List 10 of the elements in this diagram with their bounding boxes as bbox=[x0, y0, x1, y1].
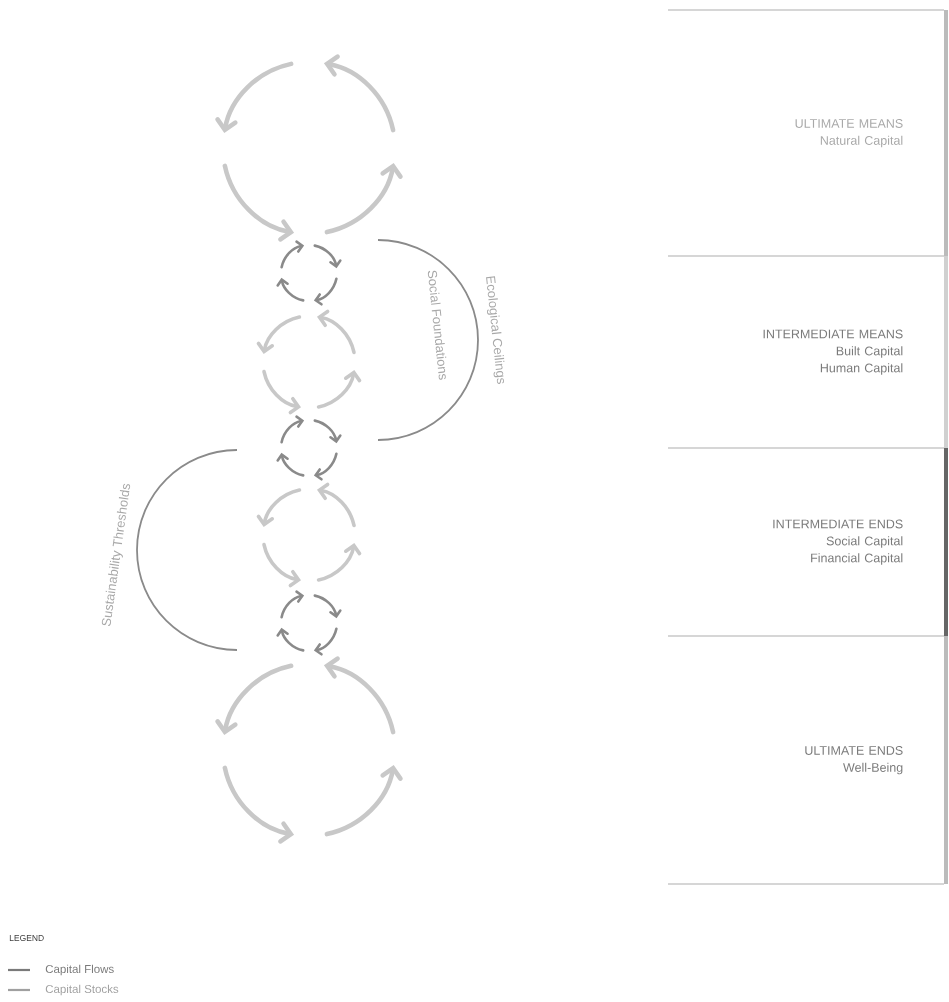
legend-text: Capital Stocks bbox=[45, 984, 119, 996]
band-row: ULTIMATE ENDS Well-Being bbox=[805, 746, 903, 775]
legend-text: Capital Flows bbox=[45, 964, 114, 976]
arc-label: Sustainability Thresholds bbox=[101, 483, 131, 627]
band-row: INTERMEDIATE MEANS Built Capital Human Capital bbox=[763, 329, 903, 375]
band-row: ULTIMATE MEANS Natural Capital bbox=[795, 119, 903, 148]
arc-label: Ecological Ceilings bbox=[486, 276, 505, 384]
arc-label: Social Foundations bbox=[427, 270, 447, 380]
band-row: INTERMEDIATE ENDS Social Capital Financial Capital bbox=[773, 519, 903, 565]
legend-heading: LEGEND bbox=[9, 935, 44, 941]
